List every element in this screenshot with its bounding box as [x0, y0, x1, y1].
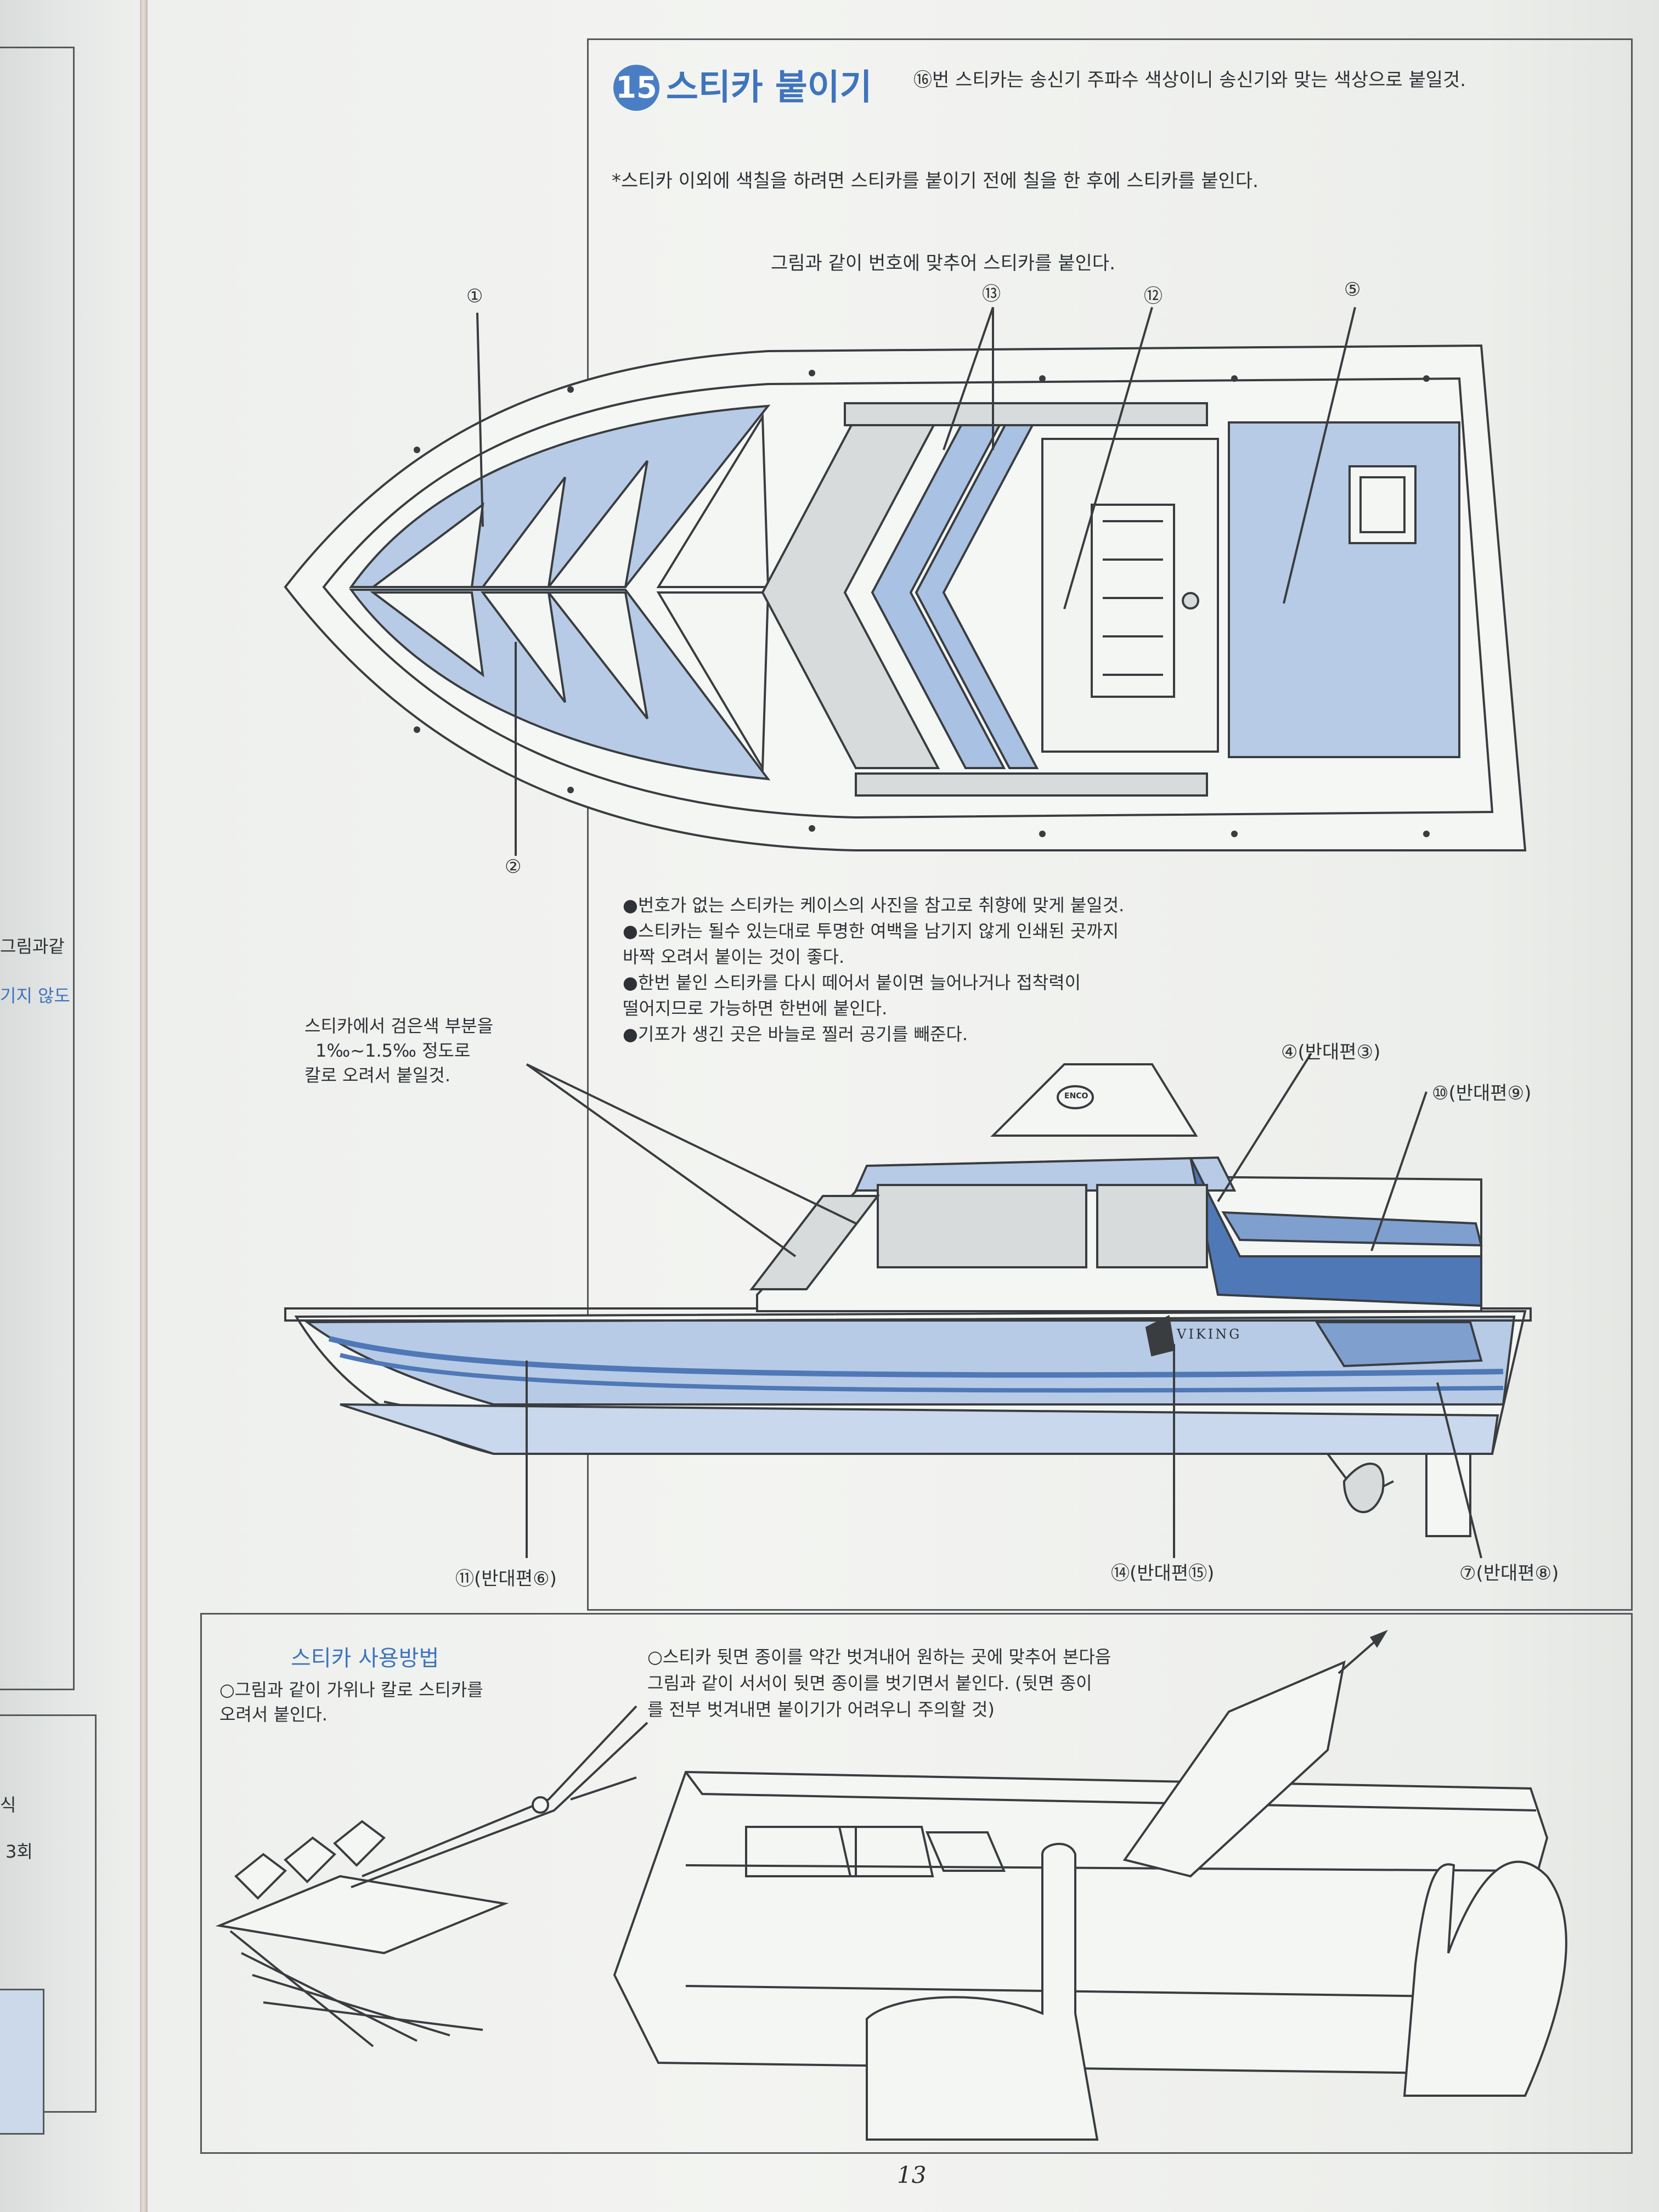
bullet-3: ●한번 붙인 스티카를 다시 떼어서 붙이면 늘어나거나 접착력이 [623, 972, 1081, 993]
bullet-3b: 떨어지므로 가능하면 한번에 붙인다. [623, 998, 888, 1019]
scissors-illustration [215, 1705, 648, 2047]
label-2: ② [505, 856, 522, 878]
brand-viking: VIKING [1177, 1327, 1242, 1342]
label-1: ① [466, 285, 483, 307]
page-title: 스티카 붙이기 [666, 67, 872, 108]
left-fragment-1: 그림과같 [0, 936, 65, 957]
bullet-1: ●번호가 없는 스티카는 케이스의 사진을 참고로 취향에 맞게 붙일것. [623, 895, 1125, 916]
left-page-frame-top [0, 47, 75, 1690]
usage-right-2: 그림과 같이 서서이 뒷면 종이를 벗기면서 붙인다. (뒷면 종이 [647, 1673, 1092, 1694]
label-14: ⑭(반대편⑮) [1111, 1562, 1215, 1584]
numbers-caption: 그림과 같이 번호에 맞추어 스티카를 붙인다. [771, 252, 1115, 274]
bullet-2: ●스티카는 될수 있는대로 투명한 여백을 남기지 않게 인쇄된 곳까지 [623, 921, 1119, 941]
usage-section-frame [200, 1613, 1633, 2154]
label-11: ⑪(반대편⑥) [455, 1568, 557, 1590]
left-blue-box [0, 1989, 44, 2135]
usage-heading: 스티카 사용방법 [291, 1646, 439, 1671]
cut-note-1: 스티카에서 검은색 부분을 [304, 1015, 494, 1036]
bullet-4: ●기포가 생긴 곳은 바늘로 찔러 공기를 빼준다. [623, 1024, 968, 1045]
usage-left-1: ○그림과 같이 가위나 칼로 스티카를 [219, 1679, 483, 1700]
top-view-boat [284, 307, 1527, 856]
bullet-2b: 바짝 오려서 붙이는 것이 좋다. [623, 946, 845, 967]
label-12: ⑫ [1144, 285, 1163, 307]
left-fragment-2: 기지 않도 [0, 985, 70, 1006]
label-5: ⑤ [1344, 279, 1361, 301]
cut-note-3: 칼로 오려서 붙일것. [304, 1065, 451, 1086]
left-fragment-4: 3회 [5, 1841, 33, 1862]
flag-logo: ENCO [1064, 1092, 1088, 1101]
label-7: ⑦(반대편⑧) [1459, 1562, 1559, 1584]
frequency-note: ⑯번 스티카는 송신기 주파수 색상이니 송신기와 맞는 색상으로 붙일것. [913, 69, 1466, 91]
label-13: ⑬ [982, 283, 1001, 305]
usage-right-3: 를 전부 벗겨내면 붙이기가 어려우니 주의할 것) [647, 1699, 995, 1720]
sticker-section-frame [587, 38, 1633, 1611]
paint-note: *스티카 이외에 색칠을 하려면 스티카를 붙이기 전에 칠을 한 후에 스티카… [612, 170, 1259, 192]
step-number-badge: 15 [613, 65, 659, 111]
cut-note-2: 1‰~1.5‰ 정도로 [315, 1040, 471, 1061]
left-page-frame-bottom [0, 1714, 97, 2113]
usage-right-1: ○스티카 뒷면 종이를 약간 벗겨내어 원하는 곳에 맞추어 본다음 [647, 1646, 1111, 1667]
label-4: ④(반대편③) [1281, 1041, 1381, 1063]
peeling-illustration [613, 1629, 1567, 2141]
left-fragment-3: 식 [0, 1795, 16, 1815]
usage-left-2: 오려서 붙인다. [219, 1704, 328, 1725]
binding-spine [140, 0, 148, 2212]
side-view-boat [284, 1052, 1532, 1559]
page-number: 13 [897, 2162, 927, 2188]
label-10: ⑩(반대편⑨) [1432, 1082, 1532, 1104]
